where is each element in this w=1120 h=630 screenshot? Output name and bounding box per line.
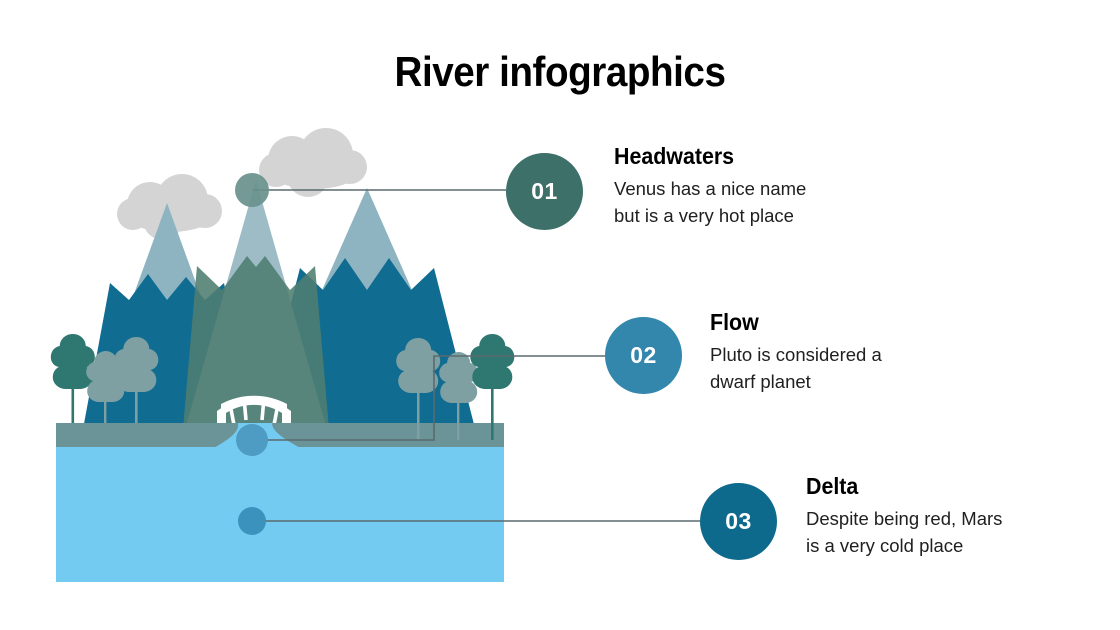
bridge-icon — [217, 395, 291, 427]
marker-dot-delta[interactable] — [238, 507, 266, 535]
tree-group-left — [50, 334, 159, 440]
entry-heading: Flow — [710, 309, 759, 335]
marker-dot-headwaters[interactable] — [235, 173, 269, 207]
tree-icon — [439, 352, 479, 440]
badge-number-01[interactable]: 01 — [506, 153, 583, 230]
badge-label: 01 — [531, 178, 558, 204]
badge-label: 03 — [725, 508, 752, 534]
badge-number-02[interactable]: 02 — [605, 317, 682, 394]
connector-line-2 — [252, 355, 605, 441]
mountain-center — [182, 180, 330, 440]
entry-delta: Delta Despite being red, Mars is a very … — [806, 473, 1003, 559]
river-water — [56, 447, 504, 582]
marker-dot-flow[interactable] — [236, 424, 268, 456]
tree-icon — [114, 337, 159, 440]
entry-body: Venus has a nice name but is a very hot … — [614, 178, 807, 226]
entry-headwaters: Headwaters Venus has a nice name but is … — [614, 143, 807, 229]
entry-flow: Flow Pluto is considered a dwarf planet — [710, 309, 882, 395]
badge-label: 02 — [630, 342, 657, 368]
tree-group-right — [396, 334, 515, 440]
entry-body: Pluto is considered a dwarf planet — [710, 344, 882, 392]
tree-icon — [396, 338, 441, 440]
page-title: River infographics — [394, 48, 726, 95]
entry-heading: Headwaters — [614, 143, 735, 169]
badge-number-03[interactable]: 03 — [700, 483, 777, 560]
cloud-right-icon — [259, 128, 367, 197]
connector-lines — [252, 189, 700, 522]
entry-body: Despite being red, Mars is a very cold p… — [806, 508, 1003, 556]
tree-icon — [50, 334, 95, 440]
tree-icon — [470, 334, 515, 440]
entry-heading: Delta — [806, 473, 859, 499]
